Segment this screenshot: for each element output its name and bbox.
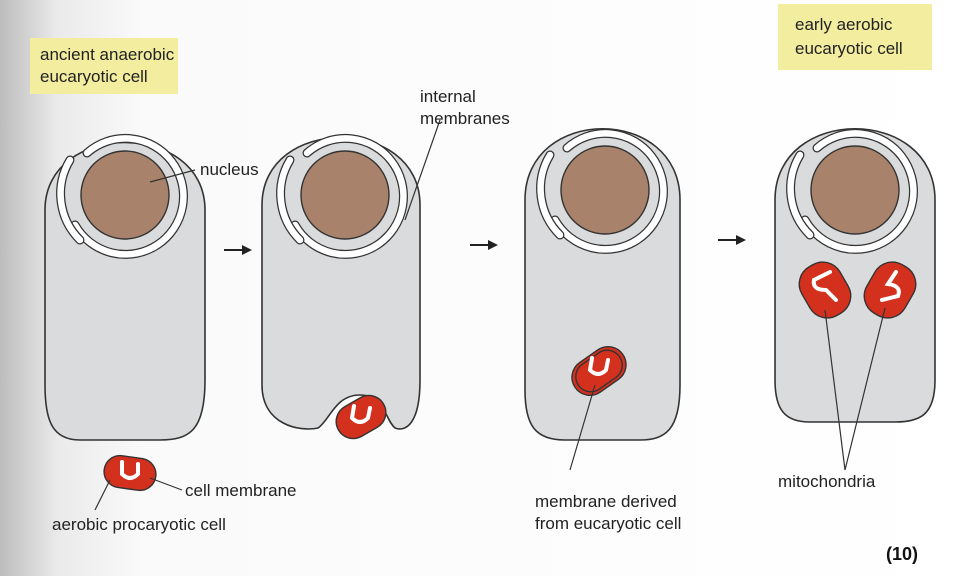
nucleus-label: nucleus [200, 160, 259, 179]
start-label-box: ancient anaerobic eucaryotic cell [30, 38, 178, 94]
cell-engulfing [261, 138, 421, 440]
membrane-derived-leader [569, 384, 596, 471]
cell-ancient-anaerobic [44, 138, 206, 441]
figure-number: (10) [886, 544, 918, 564]
start-title-line2: eucaryotic cell [40, 67, 148, 86]
internal-membranes-label-line2: membranes [420, 109, 510, 128]
cell-early-aerobic [774, 128, 936, 423]
end-title-line2: eucaryotic cell [795, 39, 903, 58]
internal-membranes-label-line1: internal [420, 87, 476, 106]
cell-with-endosymbiont [524, 128, 681, 441]
procaryote-leader [94, 479, 111, 511]
aerobic-procaryotic-cell-label: aerobic procaryotic cell [52, 515, 226, 534]
membrane-derived-label-line2: from eucaryotic cell [535, 514, 681, 533]
arrow-2-icon [470, 240, 498, 250]
mitochondria-leader [824, 307, 886, 471]
mitochondrion-2 [863, 261, 917, 319]
internal-membranes-leader [404, 119, 441, 221]
end-title-line1: early aerobic [795, 15, 893, 34]
aerobic-procaryote [103, 454, 157, 492]
membrane-derived-label-line1: membrane derived [535, 492, 677, 511]
cell-membrane-leader [149, 477, 183, 491]
mitochondrion-1 [798, 261, 852, 319]
mitochondria-label: mitochondria [778, 472, 876, 491]
cell-membrane-label: cell membrane [185, 481, 297, 500]
arrow-1-icon [224, 245, 252, 255]
arrow-3-icon [718, 235, 746, 245]
end-label-box: early aerobic eucaryotic cell [778, 4, 932, 70]
nucleus-leader [149, 169, 196, 183]
start-title-line1: ancient anaerobic [40, 45, 175, 64]
